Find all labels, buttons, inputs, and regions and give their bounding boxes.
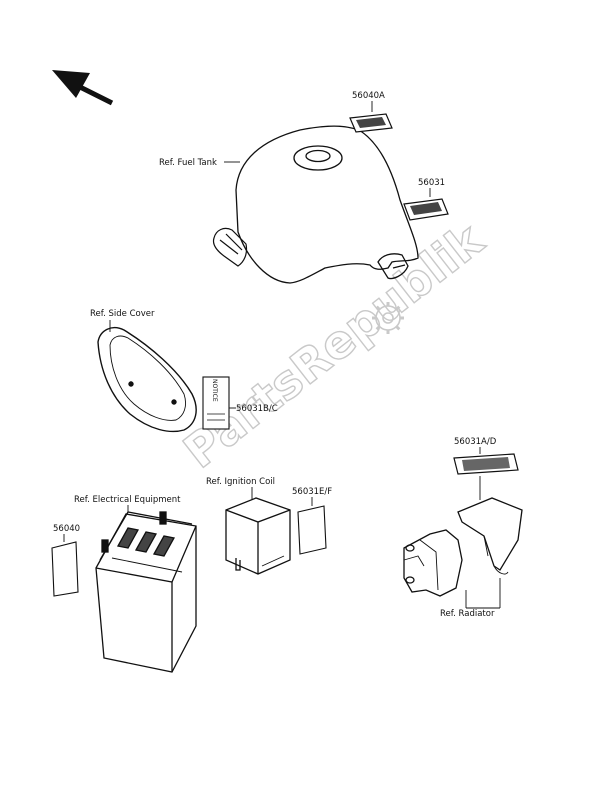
watermark: PartsRepublik (173, 211, 495, 479)
notice-card-56031b-c: NOTICE (202, 376, 230, 430)
ignition-coil (225, 497, 291, 575)
ref-ignition-coil-label: Ref. Ignition Coil (206, 477, 275, 487)
part-number-56031b-c: 56031B/C (236, 404, 278, 414)
label-decal-56031a-d (453, 453, 519, 475)
side-cover (97, 326, 197, 433)
label-decal-56031 (403, 198, 449, 221)
label-sheet-56040 (51, 541, 79, 597)
tank-bracket (212, 227, 248, 267)
ref-side-cover-label: Ref. Side Cover (90, 309, 155, 319)
gear-icon (372, 302, 404, 334)
battery (95, 511, 197, 673)
fuel-tank (235, 125, 419, 284)
radiator-cover (403, 497, 523, 597)
part-number-56031: 56031 (418, 178, 445, 188)
ref-fuel-tank-label: Ref. Fuel Tank (159, 158, 217, 168)
front-arrow-icon (52, 70, 114, 106)
ref-electrical-equipment-label: Ref. Electrical Equipment (74, 495, 181, 505)
watermark-text: PartsRepublik (174, 212, 494, 479)
notice-card-text: NOTICE (211, 379, 218, 402)
part-number-56040: 56040 (53, 524, 80, 534)
label-sheet-56031e-f (297, 505, 327, 555)
part-number-56040a: 56040A (352, 91, 385, 101)
part-number-56031a-d: 56031A/D (454, 437, 497, 447)
ref-radiator-label: Ref. Radiator (440, 609, 495, 619)
part-number-56031e-f: 56031E/F (292, 487, 332, 497)
label-decal-56040a (349, 113, 393, 133)
